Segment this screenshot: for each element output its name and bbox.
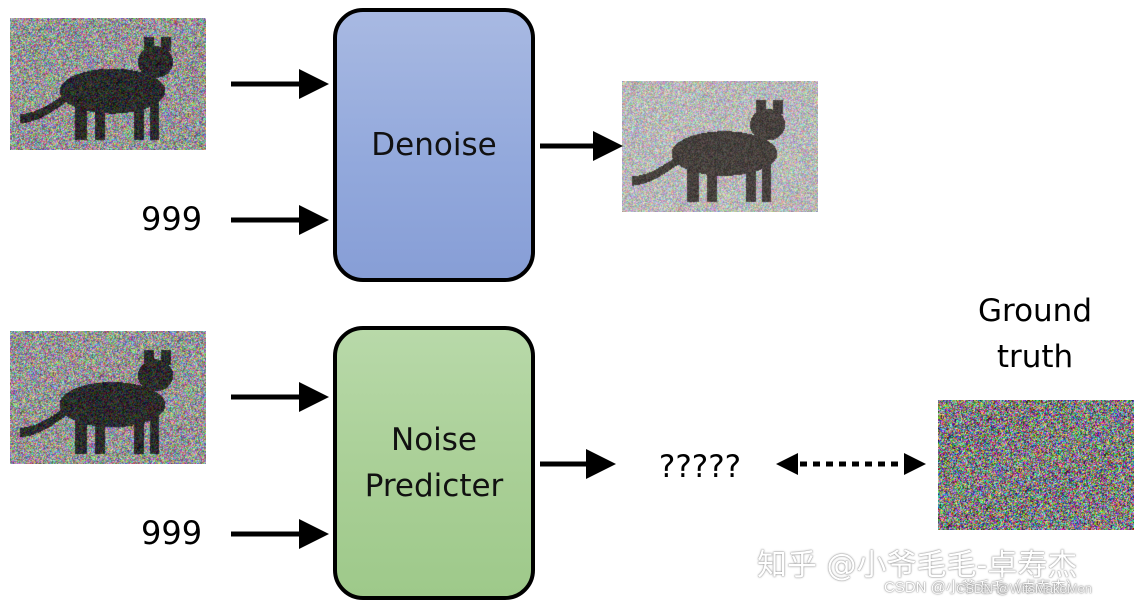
denoise-label: Denoise	[371, 126, 497, 163]
noise-predicter-block: Noise Predicter	[333, 326, 535, 600]
step-number-top: 999	[141, 200, 203, 238]
ground-truth-label-line2: truth	[996, 339, 1074, 375]
ground-truth-noise-image	[938, 400, 1134, 530]
dotted-comparison-arrow	[776, 453, 926, 475]
zhihu-watermark: 知乎 @小爷毛毛-卓寿杰	[757, 548, 1078, 583]
noise-predicter-label-line2: Predicter	[364, 468, 504, 504]
csdn-overlay-watermark: CSDN @WitsMakeMen	[956, 581, 1092, 596]
predicted-noise-placeholder: ?????	[658, 449, 742, 485]
denoised-cat-output-image	[622, 81, 818, 212]
ground-truth-label-line1: Ground	[977, 293, 1093, 329]
denoise-block: Denoise	[333, 8, 535, 282]
noisy-cat-input-image-bottom	[10, 331, 206, 464]
csdn-watermark: CSDN @小爷毛毛（卓寿杰）	[884, 579, 1081, 596]
step-number-bottom: 999	[141, 514, 203, 552]
noise-predicter-label-line1: Noise	[391, 421, 477, 458]
ground-truth-label: Ground truth	[955, 288, 1115, 380]
noisy-cat-input-image-top	[10, 18, 206, 150]
